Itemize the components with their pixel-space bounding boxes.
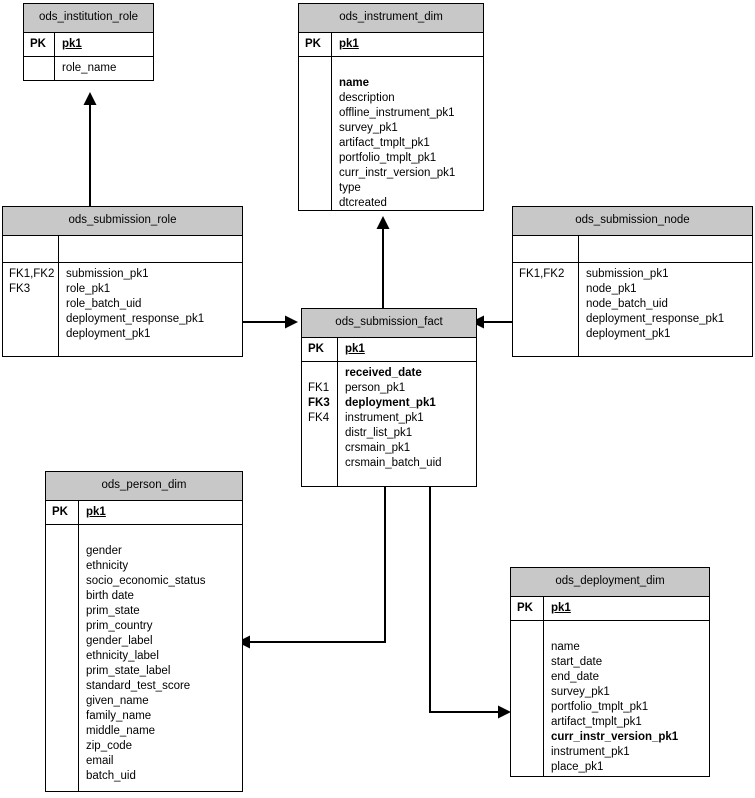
fk-key-column	[46, 524, 79, 791]
entity-title: ods_instrument_dim	[299, 4, 483, 33]
fk-key-cell: FK4	[308, 411, 330, 424]
fk-key-cell	[308, 456, 337, 471]
fk-key-cell: FK1	[308, 381, 330, 394]
link-submission-fact-to-deployment-dim	[429, 487, 511, 719]
pk-attr-label: pk1	[345, 342, 365, 355]
attr-cell: deployment_pk1	[345, 396, 436, 409]
entity-pk-section: PK pk1	[302, 337, 476, 362]
entity-attr-section: FK1,FK2 submission_pk1 node_pk1 node_bat…	[513, 262, 752, 356]
entity-ods-institution-role[interactable]: ods_institution_role PK pk1 role_name	[23, 3, 154, 81]
entity-pk-section: PK pk1	[24, 32, 153, 57]
pk-attr-label: pk1	[62, 37, 82, 50]
fk-key-cell	[308, 426, 337, 441]
entity-title: ods_institution_role	[24, 4, 153, 33]
pk-key-label	[3, 235, 59, 262]
entity-title: ods_submission_fact	[302, 309, 476, 338]
fk-key-cell: FK3	[308, 396, 330, 409]
entity-attr-section: name description offline_instrument_pk1 …	[299, 56, 483, 210]
entity-pk-section	[513, 235, 752, 263]
entity-title: ods_submission_node	[513, 207, 752, 236]
pk-attr-label	[579, 236, 752, 262]
attr-cell: person_pk1	[345, 381, 406, 394]
entity-title: ods_submission_role	[3, 207, 242, 236]
fk-key-column	[511, 620, 544, 776]
entity-title: ods_person_dim	[46, 472, 242, 501]
fk-key-cell	[308, 366, 337, 381]
fk-key-column: FK1,FK2 FK3	[3, 262, 59, 356]
link-submission-fact-to-person-dim	[237, 487, 386, 649]
pk-key-label	[513, 235, 579, 262]
pk-attr-label: pk1	[339, 37, 359, 50]
entity-pk-section	[3, 235, 242, 263]
fk-key-column: FK1,FK2	[513, 262, 579, 356]
pk-attr-label: pk1	[86, 505, 106, 518]
entity-ods-submission-node[interactable]: ods_submission_node FK1,FK2 submission_p…	[512, 206, 753, 357]
entity-attr-section: role_name	[24, 56, 153, 80]
attr-column: gender ethnicity socio_economic_status b…	[79, 525, 242, 791]
attr-spacer	[86, 529, 242, 544]
attr-spacer	[339, 61, 483, 76]
attr-list: description offline_instrument_pk1 surve…	[339, 91, 456, 209]
attr-list-pre: name start_date end_date survey_pk1 port…	[551, 640, 649, 728]
fk-key-column	[24, 56, 55, 80]
attr-cell: instrument_pk1	[345, 411, 424, 424]
fk-key-cell	[308, 441, 337, 456]
entity-ods-person-dim[interactable]: ods_person_dim PK pk1 gender ethnicity s…	[45, 471, 243, 792]
attr-column: submission_pk1 role_pk1 role_batch_uid d…	[66, 267, 205, 340]
pk-attr-label	[59, 236, 242, 262]
entity-ods-submission-role[interactable]: ods_submission_role FK1,FK2 FK3 submissi…	[2, 206, 243, 357]
entity-pk-section: PK pk1	[511, 596, 709, 621]
pk-key-label: PK	[511, 596, 544, 620]
entity-attr-section: FK1,FK2 FK3 submission_pk1 role_pk1 role…	[3, 262, 242, 356]
attr-spacer	[551, 625, 709, 640]
pk-attr-label: pk1	[551, 601, 571, 614]
entity-pk-section: PK pk1	[299, 32, 483, 57]
attr-column: name start_date end_date survey_pk1 port…	[544, 621, 709, 776]
attr-cell: received_date	[345, 366, 422, 379]
pk-key-label: PK	[302, 337, 338, 361]
fk-key-column	[299, 56, 332, 210]
pk-key-label: PK	[24, 32, 55, 56]
entity-pk-section: PK pk1	[46, 500, 242, 525]
entity-attr-section: name start_date end_date survey_pk1 port…	[511, 620, 709, 776]
attr-list: gender ethnicity socio_economic_status b…	[86, 544, 206, 782]
entity-ods-deployment-dim[interactable]: ods_deployment_dim PK pk1 name start_dat…	[510, 567, 710, 777]
attr-curr-instr-version: curr_instr_version_pk1	[551, 730, 679, 743]
attr-cell: crsmain_pk1	[345, 441, 411, 454]
attr-name: name	[339, 76, 370, 89]
attr-list-post: instrument_pk1 place_pk1	[551, 745, 630, 773]
attr-column: name description offline_instrument_pk1 …	[332, 57, 483, 210]
attr-column: role_name	[62, 61, 117, 74]
entity-ods-instrument-dim[interactable]: ods_instrument_dim PK pk1 name descripti…	[298, 3, 484, 211]
entity-title: ods_deployment_dim	[511, 568, 709, 597]
pk-key-label: PK	[46, 500, 79, 524]
attr-cell: crsmain_batch_uid	[345, 456, 442, 469]
attr-column: submission_pk1 node_pk1 node_batch_uid d…	[586, 267, 725, 340]
attr-cell: distr_list_pk1	[345, 426, 413, 439]
entity-attr-section: gender ethnicity socio_economic_status b…	[46, 524, 242, 791]
pk-key-label: PK	[299, 32, 332, 56]
